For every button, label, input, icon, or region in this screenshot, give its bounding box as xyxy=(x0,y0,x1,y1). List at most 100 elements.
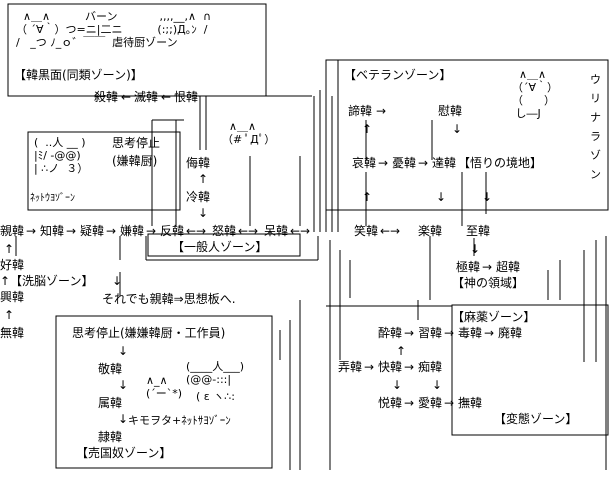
node-kaikan: 快韓 xyxy=(378,360,403,374)
node-kyokan: 興韓 xyxy=(0,290,25,304)
node-dokan: 怒韓 xyxy=(212,224,237,238)
arrow: → xyxy=(482,260,493,274)
zone-mayaku: 【麻薬ゾーン】 xyxy=(452,310,536,324)
arrow: ↓ xyxy=(112,274,123,288)
node-gokukan: 極韓 xyxy=(456,260,481,274)
node-ikan: 慰韓 xyxy=(438,104,463,118)
zone-shikouteishi-2: 思考停止(嫌嫌韓厨・工作員) xyxy=(72,326,226,340)
node-shoukan: 笑韓 xyxy=(354,224,379,238)
arrow: ←→ xyxy=(238,224,259,238)
arrow: → xyxy=(404,326,415,340)
arrow: ←→ xyxy=(186,224,207,238)
node-shikan: 至韓 xyxy=(466,224,491,238)
node-akikan: 呆韓 xyxy=(264,224,289,238)
node-shinkan: 親韓 xyxy=(0,224,25,238)
arrow: → xyxy=(444,326,455,340)
node-konkan: 恨韓 xyxy=(174,90,199,104)
node-suikan: 酔韓 xyxy=(378,326,403,340)
zone-hentai: 【変態ゾーン】 xyxy=(494,412,578,426)
zone-kankokumen: 【韓黒面(同類ゾーン)】 xyxy=(14,68,143,82)
veteran-face-art: ∧＿∧ （´∀｀） （ ） し―J xyxy=(512,68,559,120)
uri-vertical-text: ウ リ ナ ラ ゾ ン xyxy=(590,73,601,181)
arrow: ↓ xyxy=(118,412,129,426)
arrow: ↑ xyxy=(4,308,15,322)
node-reikan: 冷韓 xyxy=(186,190,211,204)
arrow: → xyxy=(364,360,375,374)
arrow: ↓ xyxy=(198,206,209,220)
arrow: ←→ xyxy=(380,224,401,238)
kankokumen-box xyxy=(7,3,267,97)
node-tatsukan: 達韓 xyxy=(432,156,457,170)
angry-face-art: ∧＿∧ （# ﾟДﾟ） xyxy=(222,120,276,146)
arrow: → xyxy=(378,156,389,170)
node-bukan: 侮韓 xyxy=(186,156,211,170)
arrow: ↑ xyxy=(4,242,15,256)
kankokumen-art: ∧＿∧ バーン ,,,,__,∧ ∩ （ ´∀｀）つ=ニ|二ニ (:;;)Д｡ﾝ… xyxy=(16,10,212,49)
text-soredemo: それでも親韓⇒思想板へ. xyxy=(102,292,236,306)
ippan-box xyxy=(147,233,301,257)
arrow: → xyxy=(376,104,387,118)
arrow: → xyxy=(444,396,455,410)
node-kenkan: 嫌韓 xyxy=(120,224,145,238)
arrow: → xyxy=(418,156,429,170)
node-metsukan: 滅韓 xyxy=(134,90,159,104)
zone-netouyo: ﾈｯﾄｳﾖｿﾞｰﾝ xyxy=(30,193,75,204)
arrow: → xyxy=(146,224,157,238)
node-roukan: 弄韓 xyxy=(338,360,363,374)
zone-satori: 【悟りの境地】 xyxy=(458,156,543,170)
baikoku-box xyxy=(55,315,273,469)
node-shuukan: 習韓 xyxy=(418,326,443,340)
node-hankan: 反韓 xyxy=(160,224,185,238)
node-rakukan: 楽韓 xyxy=(418,224,443,238)
zone-shikouteishi-1: 思考停止 xyxy=(112,136,161,150)
node-zokukan: 属韓 xyxy=(98,396,123,410)
arrow: ↓ xyxy=(118,378,129,392)
zone-shinno: 【神の領域】 xyxy=(452,276,525,290)
node-bukan2: 撫韓 xyxy=(458,396,483,410)
node-teikan: 諦韓 xyxy=(348,104,373,118)
arrow: → xyxy=(66,224,77,238)
arrow: ↓ xyxy=(482,190,493,204)
arrow: ↓ xyxy=(436,190,447,204)
arrow: → xyxy=(404,396,415,410)
arrow: ↑ xyxy=(396,344,407,358)
arrow: ←→ xyxy=(290,224,311,238)
node-reikan2: 隷韓 xyxy=(98,430,123,444)
node-keikan: 敬韓 xyxy=(98,362,123,376)
node-satsukan: 殺韓 xyxy=(94,90,119,104)
arrow: ↓ xyxy=(470,242,481,256)
arrow: ↑ xyxy=(362,190,373,204)
arrow: ↓ xyxy=(392,378,403,392)
arrow: ↓ xyxy=(452,122,463,136)
node-choukan: 超韓 xyxy=(496,260,521,274)
zone-veteran: 【ベテランゾーン】 xyxy=(344,68,452,82)
node-koukan: 好韓 xyxy=(0,258,25,272)
arrow: → xyxy=(404,360,415,374)
node-haikan: 廃韓 xyxy=(498,326,523,340)
zone-ippanjin: 【一般人ゾーン】 xyxy=(172,240,268,254)
node-gikan: 疑韓 xyxy=(80,224,105,238)
node-aikan2: 愛韓 xyxy=(418,396,443,410)
baikoku-face-2: ∧_∧ (´ー`*) xyxy=(146,374,183,400)
arrow: → xyxy=(484,326,495,340)
zone-senno: ↑【洗脳ゾーン】 xyxy=(0,274,94,288)
zone-box-lines xyxy=(7,3,609,469)
node-dokukan: 毒韓 xyxy=(458,326,483,340)
node-aikan: 哀韓 xyxy=(352,156,377,170)
hentai-box xyxy=(451,304,609,436)
arrow: ↓ xyxy=(118,344,129,358)
netouyo-face-art: ( ..人 __ ) |ﾐ/ -@@) | ∴ノ ３） xyxy=(34,136,89,175)
node-etsukan: 悦韓 xyxy=(378,396,403,410)
arrow: ← xyxy=(121,90,132,104)
text-kimodota: キモヲタ+ﾈｯﾄｻﾖｿﾞｰﾝ xyxy=(128,414,231,427)
arrow: → xyxy=(106,224,117,238)
netouyo-box xyxy=(27,131,181,211)
arrow: ↓ xyxy=(432,378,443,392)
zone-baikokudo: 【売国奴ゾーン】 xyxy=(76,446,172,460)
baikoku-face-1: (____人___) (@@-:::| xyxy=(186,360,245,386)
baikoku-face-3: ( ε ヽ∴: xyxy=(196,390,235,403)
node-yuukan: 憂韓 xyxy=(392,156,417,170)
arrow: ↑ xyxy=(198,172,209,186)
